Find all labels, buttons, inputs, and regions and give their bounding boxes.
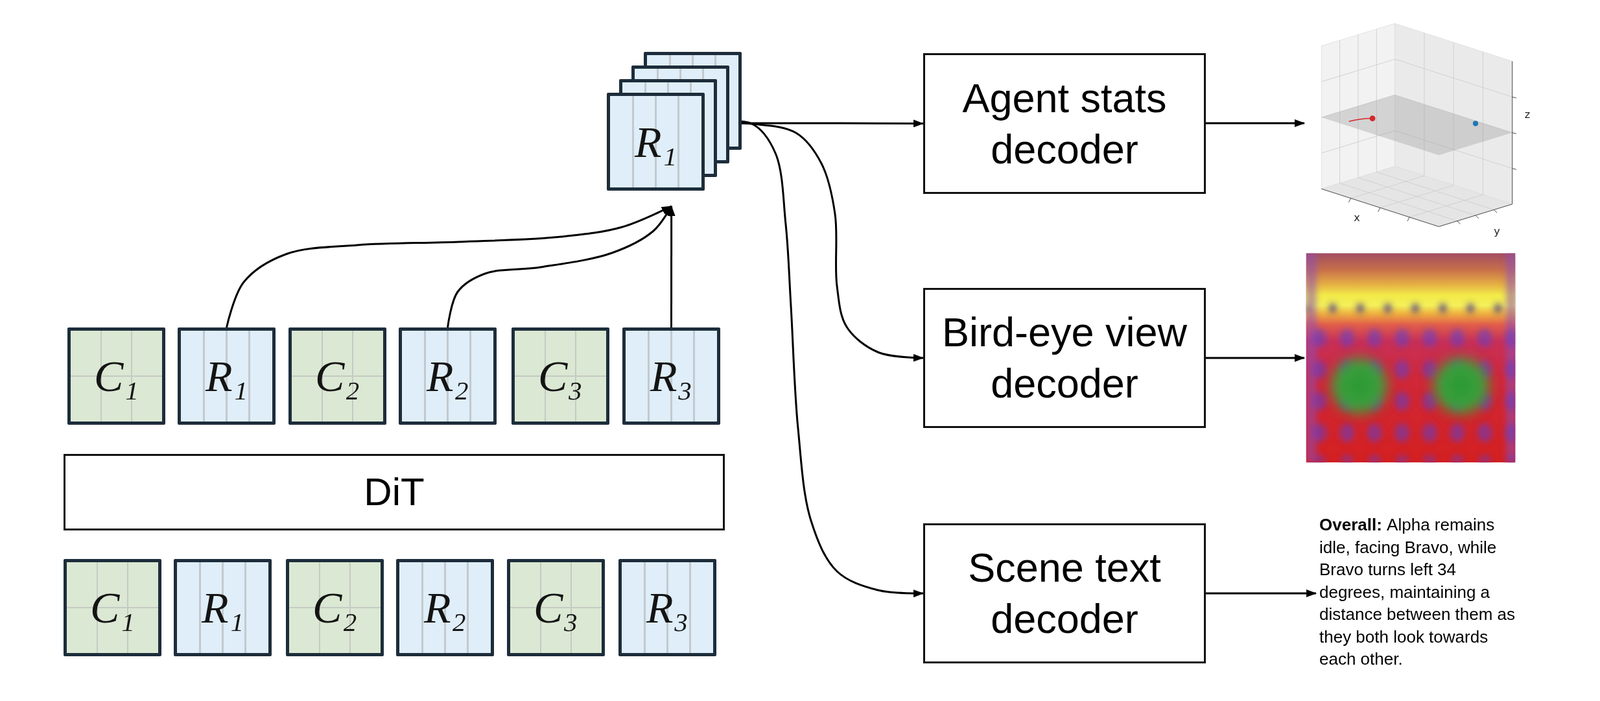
plot-grid (1395, 58, 1513, 97)
heatmap-texture (1306, 322, 1516, 463)
output-token: R₂ (398, 327, 497, 425)
output-arrows (1205, 123, 1317, 594)
plot-grid (1321, 29, 1512, 222)
block-label: DiT (363, 472, 424, 512)
plot-grid (1409, 194, 1483, 218)
decoder-box: Bird-eye view decoder (923, 287, 1206, 428)
token-label: R₁ (201, 585, 244, 630)
decoder-label: Scene text decoder (927, 541, 1202, 645)
ground-plane (1321, 94, 1512, 155)
token-label: R₁ (634, 119, 677, 165)
trajectory-3d-plot (1321, 23, 1517, 227)
flow-arrow (447, 206, 672, 328)
plot-axis (1438, 204, 1512, 227)
heatmap-agent-blob (1331, 357, 1489, 413)
plot-grid (1358, 177, 1476, 216)
decoder-label: Agent stats decoder (927, 72, 1202, 176)
plot-axis (1475, 215, 1479, 219)
plot-axis (1348, 198, 1351, 203)
heatmap-agent-blob (1331, 357, 1387, 413)
output-token: C₃ (511, 327, 610, 425)
output-token: R₃ (622, 327, 721, 425)
plot-axis (1457, 221, 1461, 225)
output-arrow (1205, 592, 1317, 595)
token-label: C₃ (538, 353, 583, 399)
plot-pane (1321, 166, 1512, 227)
input-token: R₃ (618, 558, 717, 657)
output-token: R₁ (177, 327, 276, 425)
token-label: R₂ (426, 353, 469, 399)
output-token: C₂ (288, 327, 387, 425)
flow-arrow (226, 206, 672, 328)
bird-eye-heatmap (1306, 252, 1516, 463)
decoder-box: Scene text decoder (923, 523, 1206, 664)
plot-axis (1321, 60, 1517, 227)
plot-axis (1512, 168, 1517, 170)
flow-arrow (670, 206, 673, 328)
token-label: R₃ (646, 585, 689, 630)
token-label: R₃ (650, 353, 693, 399)
output-token: C₁ (67, 327, 166, 425)
agent-marker (1369, 115, 1376, 122)
output-arrow (1205, 357, 1305, 360)
input-token: C₃ (506, 558, 605, 657)
plot-grid (1351, 175, 1425, 199)
heatmap-texture (1306, 252, 1516, 463)
plot-axis (1407, 217, 1410, 222)
token-label: R₂ (423, 585, 467, 630)
decoder-label: Bird-eye view decoder (927, 306, 1202, 410)
token-label: C₁ (94, 353, 139, 399)
token-label: R₁ (205, 353, 248, 399)
flow-arrow (704, 121, 924, 594)
plot-axis (1378, 207, 1381, 212)
description-text: Alpha remains idle, facing Bravo, while … (1319, 514, 1516, 669)
heatmap-agent-blob (1433, 357, 1489, 413)
axis-label: x (1353, 211, 1360, 224)
scene-description: Overall:Alpha remains idle, facing Bravo… (1319, 513, 1518, 671)
plot-axis (1493, 209, 1497, 213)
description-heading: Overall: (1319, 514, 1383, 535)
plot-axis (1512, 132, 1517, 135)
token-label: C₁ (90, 585, 135, 630)
token-label: C₂ (315, 353, 360, 399)
decoder-box: Agent stats decoder (923, 53, 1206, 194)
token-label: C₂ (312, 585, 358, 630)
plot-grid (1321, 58, 1395, 82)
axis-label: y (1493, 224, 1500, 238)
illustration-layer (1306, 23, 1517, 463)
input-token: R₁ (173, 558, 272, 657)
flow-arrow (704, 122, 924, 358)
heatmap-agent-blob (1345, 371, 1374, 400)
dit-block: DiT (63, 453, 725, 531)
agent-trajectory (1349, 118, 1373, 122)
plot-axis (1512, 97, 1517, 99)
agent-marker (1472, 120, 1479, 126)
plot-grid (1376, 171, 1494, 210)
token-label: C₃ (533, 585, 579, 630)
axis-label: z (1524, 108, 1530, 121)
plot-axis (1321, 188, 1439, 227)
input-token: R₂ (396, 558, 495, 657)
heatmap-texture (1306, 298, 1516, 318)
input-token: C₁ (63, 558, 162, 657)
input-token: C₂ (285, 558, 384, 657)
output-arrow (1205, 122, 1305, 125)
stacked-latent-token: R₁ (606, 92, 705, 191)
plot-grid (1380, 185, 1454, 209)
heatmap-agent-blob (1447, 371, 1476, 400)
heatmap-base (1306, 252, 1516, 463)
